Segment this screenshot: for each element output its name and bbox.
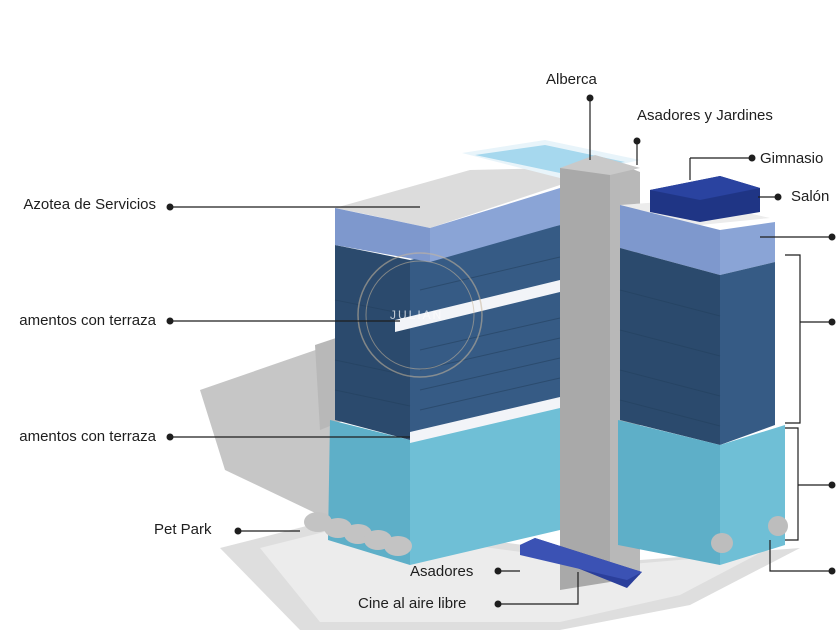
right-tower-body-front <box>620 248 720 445</box>
right-tower-body-side <box>720 262 775 445</box>
label-departamentos-terraza-1: amentos con terraza <box>19 312 156 329</box>
label-alberca: Alberca <box>546 71 597 88</box>
left-tower-roof <box>335 168 560 228</box>
watermark-text: JULIAN <box>390 308 444 322</box>
watermark-logo <box>357 252 483 378</box>
terrace-stripe-lower <box>410 397 560 443</box>
asadores-block-top <box>520 538 642 580</box>
tree-right-2 <box>768 516 788 536</box>
label-salon: Salón <box>791 188 830 205</box>
building-shadow <box>200 345 335 520</box>
left-tower-top-band-front <box>335 208 430 262</box>
pet-park-trees <box>304 512 412 556</box>
right-tower-top-band-front <box>620 205 720 275</box>
label-azotea-servicios: Azotea de Servicios <box>23 196 156 213</box>
right-tower-base-front <box>618 420 720 565</box>
terrace-stripe-upper <box>395 280 560 332</box>
core-front <box>560 160 610 590</box>
label-gimnasio: Gimnasio <box>760 150 824 167</box>
label-asadores: Asadores <box>410 563 474 580</box>
label-pet-park: Pet Park <box>154 521 212 538</box>
left-tower-base-side <box>410 405 560 565</box>
left-tower-top-band-side <box>430 188 560 262</box>
label-departamentos-terraza-2: amentos con terraza <box>19 428 156 445</box>
gym-box-top <box>650 176 760 200</box>
right-tower-floor-lines <box>619 289 721 427</box>
right-tower-base-side <box>720 425 785 565</box>
right-tower-top-band-side <box>720 222 775 275</box>
core-top <box>560 155 640 175</box>
left-tower-body-front <box>335 245 410 440</box>
label-asadores-jardines: Asadores y Jardines <box>637 107 773 124</box>
tree-right-1 <box>711 533 733 553</box>
leader-dots <box>166 94 836 608</box>
label-cine-aire-libre: Cine al aire libre <box>358 595 467 612</box>
